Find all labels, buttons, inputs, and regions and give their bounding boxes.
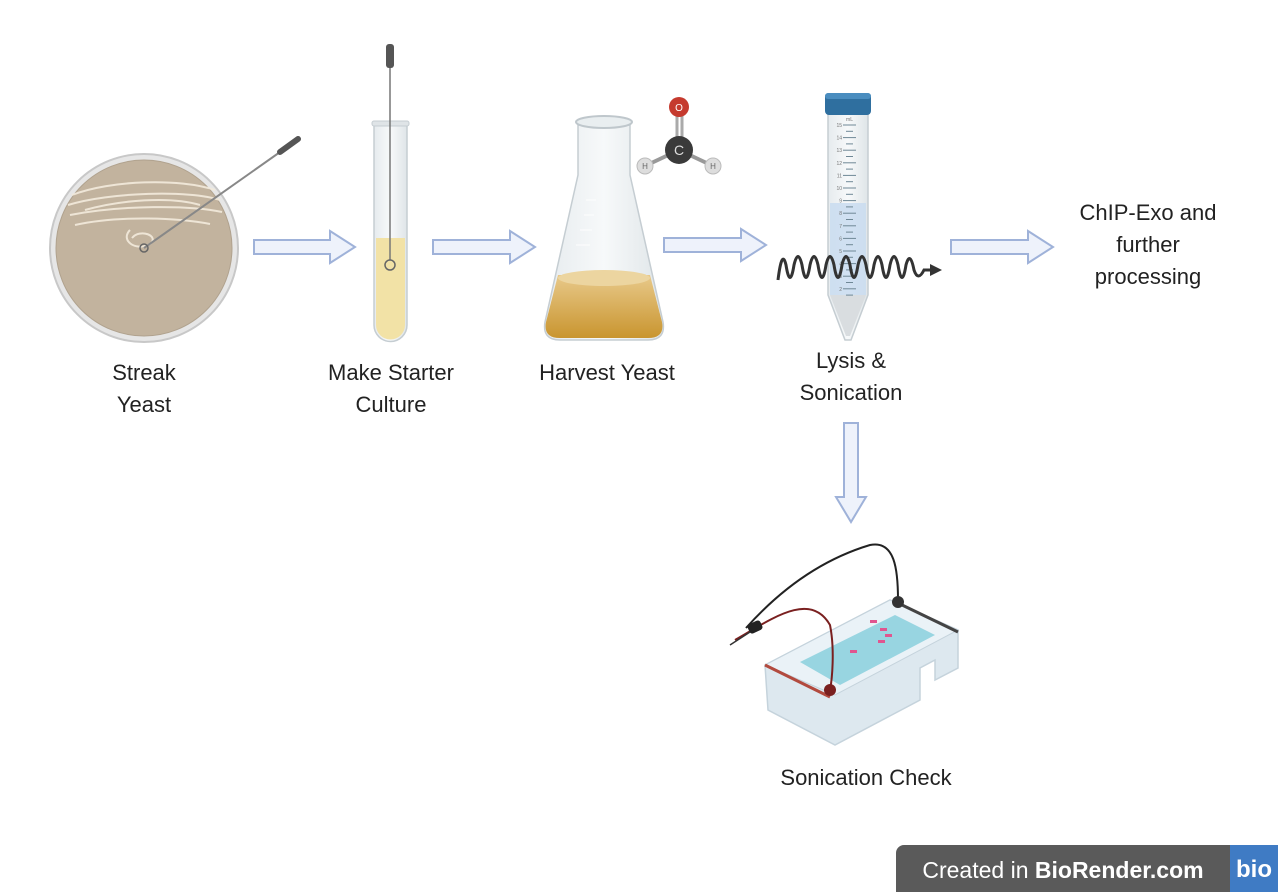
label-line: Yeast bbox=[116, 392, 172, 417]
credit-brand: BioRender.com bbox=[1034, 857, 1204, 883]
label-line: ChIP-Exo and bbox=[1079, 200, 1217, 225]
credit-prefix: Created in bbox=[922, 857, 1035, 883]
graduation-label: 5 bbox=[839, 249, 842, 255]
biorender-logo[interactable]: bio bbox=[1230, 845, 1278, 892]
atom-h-label: H bbox=[642, 162, 648, 171]
graduation-label: 13 bbox=[836, 148, 842, 154]
formaldehyde-molecule-icon: O C H H bbox=[636, 97, 722, 175]
arrow-down-icon bbox=[834, 422, 868, 524]
step-label-streak-yeast: Streak Yeast bbox=[112, 357, 176, 421]
graduation-label: 2 bbox=[839, 287, 842, 293]
graduation-label: 6 bbox=[839, 236, 842, 242]
graduation-label: 10 bbox=[836, 186, 842, 192]
graduation-label: 12 bbox=[836, 161, 842, 167]
step-label-starter-culture: Make Starter Culture bbox=[328, 357, 454, 421]
step-label-sonication-check: Sonication Check bbox=[780, 762, 951, 794]
graduation-label: 14 bbox=[836, 136, 842, 142]
graduation-label: 9 bbox=[839, 199, 842, 205]
step-label-lysis-sonication: Lysis & Sonication bbox=[800, 345, 903, 409]
atom-o-label: O bbox=[675, 103, 683, 114]
atom-h-label: H bbox=[710, 162, 716, 171]
label-line: Lysis & bbox=[815, 348, 887, 373]
label-line: Sonication Check bbox=[780, 765, 952, 790]
label-line: Sonication bbox=[799, 380, 903, 405]
step-label-harvest-yeast: Harvest Yeast bbox=[539, 357, 675, 389]
label-line: Harvest Yeast bbox=[539, 360, 675, 385]
gel-electrophoresis-icon bbox=[729, 543, 960, 746]
step-label-chip-exo: ChIP-Exo and further processing bbox=[1080, 197, 1217, 293]
atom-c-label: C bbox=[674, 142, 684, 158]
graduation-label: 7 bbox=[839, 224, 842, 230]
label-line: further bbox=[1116, 232, 1180, 257]
arrow-right-icon bbox=[663, 227, 768, 263]
label-line: Culture bbox=[355, 392, 427, 417]
graduation-label: 3 bbox=[839, 274, 842, 280]
biorender-credit[interactable]: Created in BioRender.com bbox=[896, 845, 1230, 892]
graduation-label: 11 bbox=[837, 173, 842, 179]
petri-dish-icon bbox=[49, 136, 301, 343]
label-line: Streak bbox=[112, 360, 176, 385]
sound-wave-icon bbox=[776, 255, 942, 281]
arrow-right-icon bbox=[432, 229, 537, 265]
arrow-right-icon bbox=[253, 229, 357, 265]
test-tube-icon bbox=[371, 44, 410, 343]
arrow-right-icon bbox=[950, 229, 1055, 265]
erlenmeyer-flask-icon bbox=[543, 115, 665, 341]
label-line: Make Starter bbox=[328, 360, 454, 385]
label-line: processing bbox=[1094, 264, 1202, 289]
graduation-label: 15 bbox=[836, 123, 842, 129]
unit-label: mL bbox=[846, 117, 853, 123]
graduation-label: 8 bbox=[839, 211, 842, 217]
